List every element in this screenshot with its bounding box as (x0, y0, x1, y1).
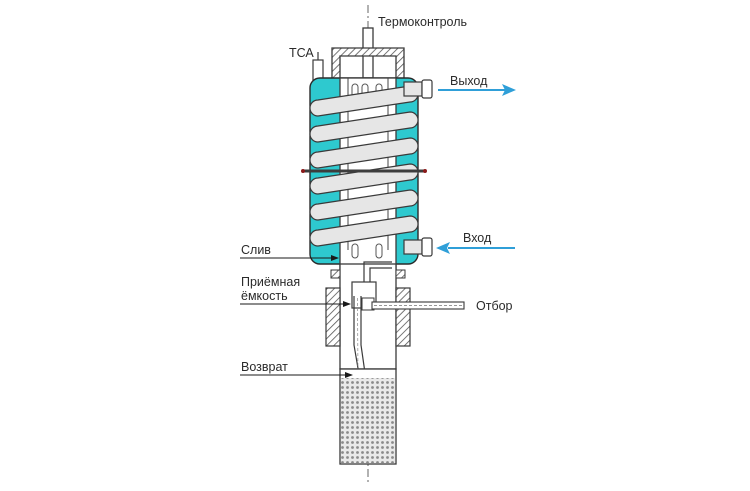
label-receiver-line2: ёмкость (241, 289, 288, 303)
label-drain: Слив (241, 243, 271, 257)
outlet-fitting (403, 79, 433, 99)
coil-turn (309, 137, 419, 169)
sump-vessel (339, 368, 397, 465)
takeoff-pipe (371, 301, 465, 310)
label-outlet: Выход (450, 74, 488, 88)
label-return: Возврат (241, 360, 288, 374)
coil-turn (309, 215, 419, 247)
inlet-arrow (436, 242, 515, 254)
leader-lines (240, 255, 353, 378)
coil-turn (309, 189, 419, 221)
outlet-arrow (438, 84, 516, 96)
label-takeoff: Отбор (476, 299, 513, 313)
clamp-band (301, 169, 427, 173)
return-pipe (353, 296, 367, 381)
label-receiver-line1: Приёмная (241, 275, 300, 289)
label-tsa: ТСА (289, 46, 314, 60)
inlet-fitting (403, 237, 433, 257)
label-inlet: Вход (463, 231, 492, 245)
label-thermocontrol: Термоконтроль (378, 15, 467, 29)
coil-turn (309, 111, 419, 143)
lower-column (325, 263, 411, 370)
